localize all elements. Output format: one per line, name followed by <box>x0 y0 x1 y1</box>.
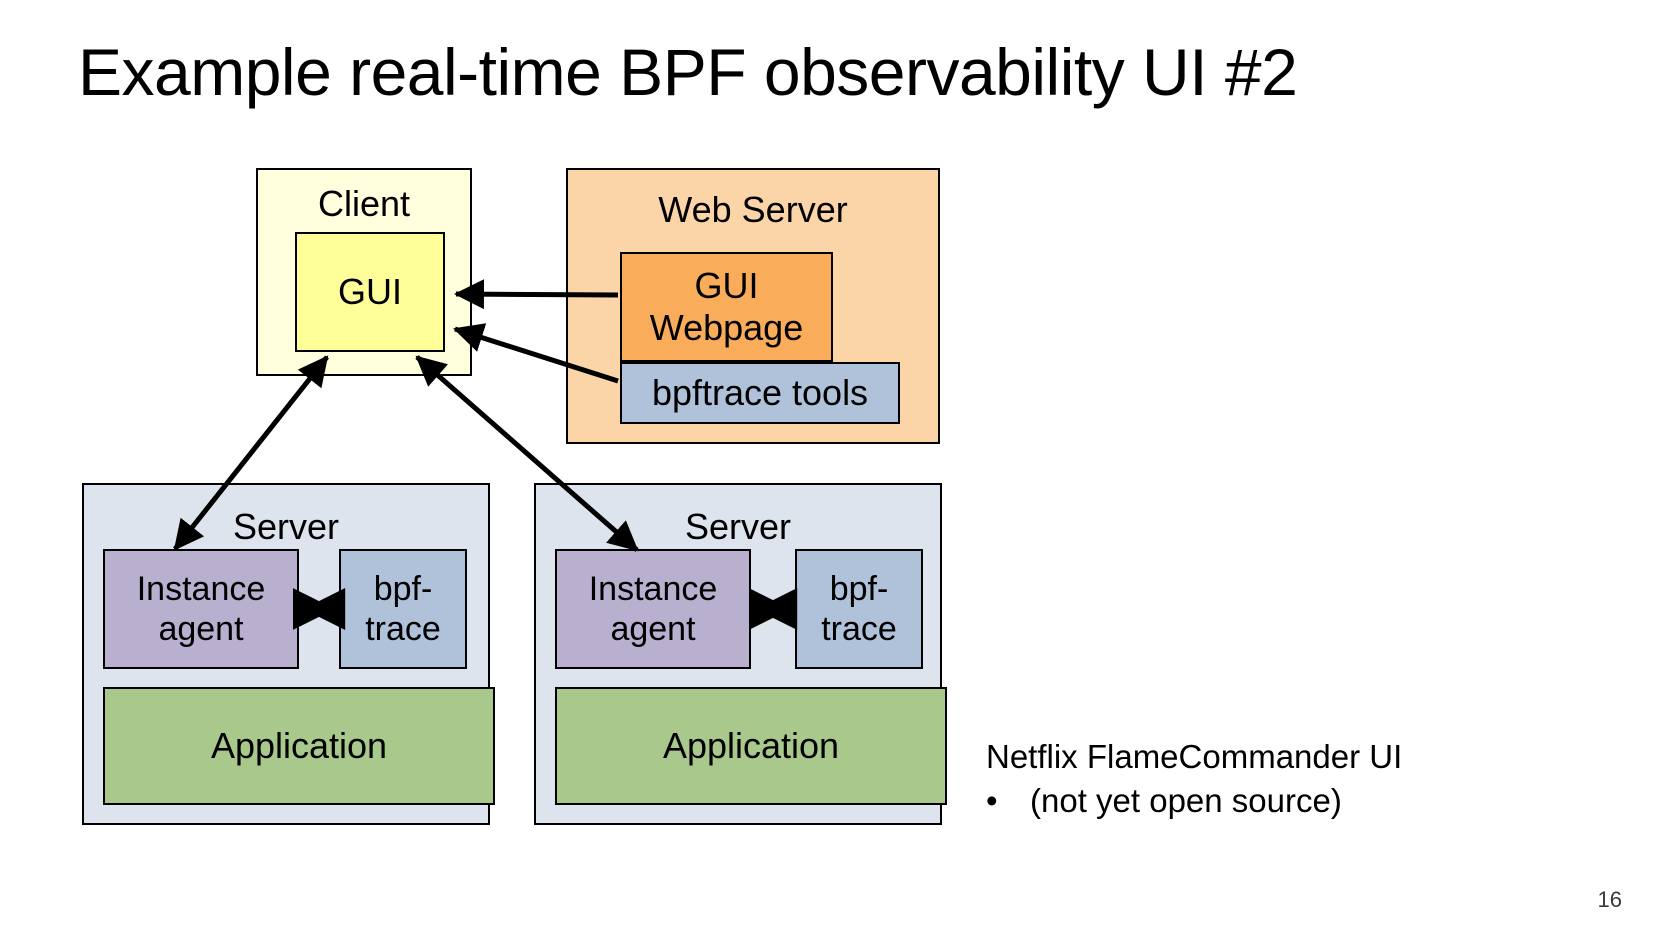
instance-agent-box-2: Instance agent <box>555 549 751 669</box>
page-title: Example real-time BPF observability UI #… <box>78 35 1298 109</box>
client-gui-box: GUI <box>295 232 445 352</box>
bpftrace-line1-2: bpf- <box>829 570 889 608</box>
instance-agent-line2-1: agent <box>158 610 244 648</box>
bpftrace-box-1: bpf- trace <box>339 549 467 669</box>
instance-agent-line1-1: Instance <box>136 570 266 608</box>
gui-webpage-box: GUI Webpage <box>620 252 833 362</box>
caption-line-1: Netflix FlameCommander UI <box>986 738 1403 775</box>
caption-line-2: • (not yet open source) <box>986 780 1546 822</box>
client-group-label: Client <box>317 183 411 224</box>
instance-agent-box-1: Instance agent <box>103 549 299 669</box>
application-box-2: Application <box>555 687 947 805</box>
web-server-group-label: Web Server <box>658 189 848 230</box>
gui-webpage-line1: GUI <box>694 265 759 306</box>
server-group-label-1: Server <box>232 506 340 547</box>
caption-line-2-text: (not yet open source) <box>1030 782 1342 819</box>
bpftrace-line2-1: trace <box>365 610 441 648</box>
application-box-1: Application <box>103 687 495 805</box>
bullet-icon: • <box>986 782 998 819</box>
bpftrace-line1-1: bpf- <box>373 570 433 608</box>
instance-agent-line2-2: agent <box>610 610 696 648</box>
bpftrace-box-2: bpf- trace <box>795 549 923 669</box>
caption-block: Netflix FlameCommander UI • (not yet ope… <box>986 736 1546 822</box>
instance-agent-line1-2: Instance <box>588 570 718 608</box>
bpftrace-tools-box: bpftrace tools <box>620 362 900 424</box>
gui-webpage-line2: Webpage <box>649 307 804 348</box>
server-group-label-2: Server <box>684 506 792 547</box>
bpftrace-line2-2: trace <box>821 610 897 648</box>
page-number: 16 <box>1597 887 1622 912</box>
